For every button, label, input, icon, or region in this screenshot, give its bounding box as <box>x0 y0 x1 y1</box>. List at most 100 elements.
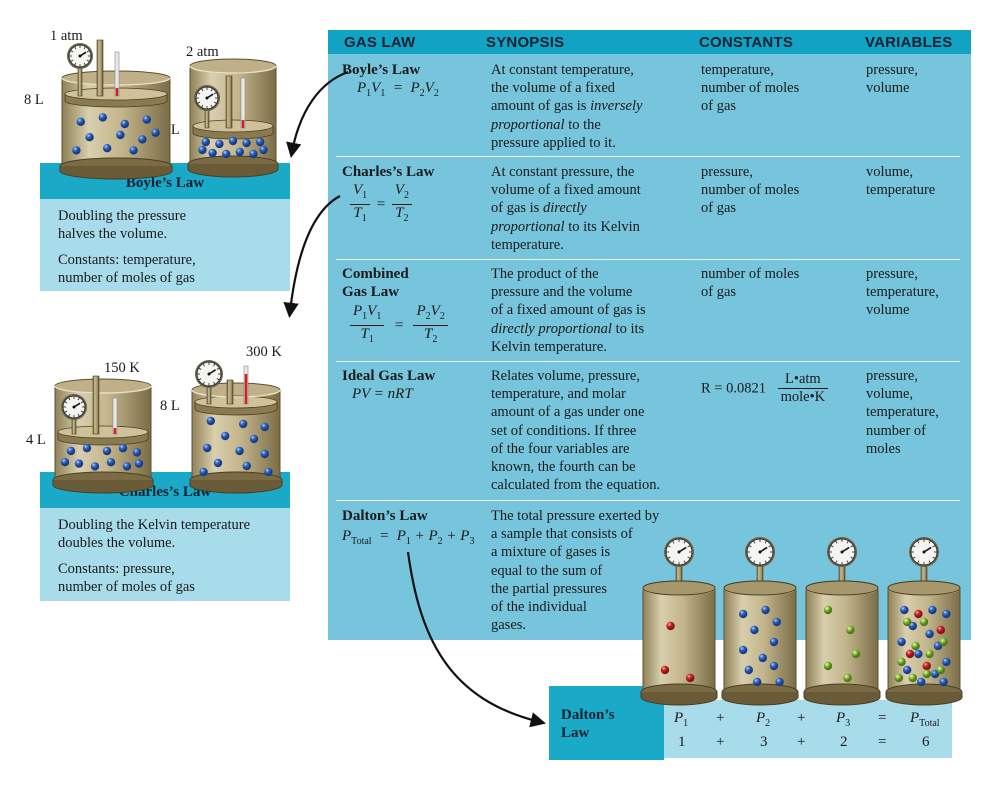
blue-gas-molecule <box>264 467 273 477</box>
boyle-caption-title: Boyle’s Law <box>125 175 205 191</box>
blue-gas-molecule <box>744 665 753 675</box>
cylinder-lid <box>642 580 716 596</box>
blue-gas-molecule <box>897 637 906 647</box>
boyle-text-2: Constants: temperature,number of moles o… <box>58 252 196 286</box>
row-divider <box>336 259 960 260</box>
blue-gas-molecule <box>739 609 748 619</box>
cylinder-lid <box>887 580 961 596</box>
blue-gas-molecule <box>206 416 215 426</box>
blue-gas-molecule <box>138 135 147 144</box>
blue-gas-molecule <box>72 146 81 155</box>
blue-gas-molecule <box>208 148 217 158</box>
blue-gas-molecule <box>132 448 142 457</box>
gas-laws-table <box>328 30 971 640</box>
pressure-gauge-icon <box>61 394 87 420</box>
label-1-atm: 1 atm <box>50 28 83 44</box>
blue-gas-molecule <box>769 661 779 671</box>
label-150-k: 150 K <box>104 360 140 376</box>
law-name-boyle: Boyle’s Law <box>342 62 421 78</box>
dalton-plus-sign: + <box>797 710 806 726</box>
dalton-cylinder-p2 <box>721 580 799 706</box>
blue-gas-molecule <box>201 137 210 147</box>
law-name-charles: Charles’s Law <box>342 164 435 180</box>
row-boyles-law: Boyle’s Law P1V1 = P2V2 At constant temp… <box>336 61 960 153</box>
blue-gas-molecule <box>914 649 923 659</box>
blue-gas-molecule <box>761 605 770 615</box>
red-gas-molecule <box>660 665 670 675</box>
synopsis-ideal: Relates volume, pressure,temperature, an… <box>491 368 661 494</box>
red-gas-molecule <box>914 609 923 619</box>
dalton-value-p1: 1 <box>678 734 686 750</box>
pressure-gauge-icon <box>195 360 223 388</box>
blue-gas-molecule <box>118 444 128 453</box>
green-gas-molecule <box>911 641 920 651</box>
label-300-k: 300 K <box>246 344 282 360</box>
dalton-plus-sign: + <box>716 734 725 750</box>
blue-gas-molecule <box>753 677 762 687</box>
green-gas-molecule <box>925 649 934 659</box>
arrow-boyle <box>286 70 349 159</box>
blue-gas-molecule <box>98 113 108 122</box>
blue-gas-molecule <box>259 145 268 155</box>
blue-gas-molecule <box>900 605 909 615</box>
blue-gas-molecule <box>66 446 76 456</box>
constant-r-value: R = 0.0821 L•atm mole•K <box>701 371 830 406</box>
dalton-value-p2: 3 <box>760 734 768 750</box>
green-gas-molecule <box>894 673 903 683</box>
dalton-plus-sign: + <box>797 734 806 750</box>
blue-gas-molecule <box>775 677 784 687</box>
dalton-cylinder-total <box>885 580 963 706</box>
dalton-value-p3: 2 <box>840 734 848 750</box>
pressure-gauge-icon <box>67 43 93 69</box>
blue-gas-molecule <box>74 459 84 468</box>
arrow-dalton <box>406 551 546 728</box>
cylinder-lid <box>723 580 797 596</box>
charles-text-2: Constants: pressure,number of moles of g… <box>58 561 195 595</box>
dalton-equals-sign: = <box>878 710 887 726</box>
header-gas-law: GAS LAW <box>344 34 416 51</box>
blue-gas-molecule <box>199 467 208 477</box>
blue-gas-molecule <box>235 147 244 157</box>
variables-charles: volume,temperature <box>866 164 936 199</box>
red-gas-molecule <box>922 661 931 671</box>
law-name-dalton: Dalton’s Law <box>342 508 428 524</box>
law-name-combined: Combined <box>342 266 409 282</box>
blue-gas-molecule <box>942 609 951 619</box>
green-gas-molecule <box>823 605 833 615</box>
blue-gas-molecule <box>82 444 92 453</box>
arrow-charles <box>283 195 341 319</box>
pressure-gauge-icon <box>827 537 857 567</box>
blue-gas-molecule <box>76 117 86 127</box>
blue-gas-molecule <box>942 657 951 667</box>
blue-gas-molecule <box>60 458 70 467</box>
label-8-l: 8 L <box>24 92 44 108</box>
blue-gas-molecule <box>102 446 112 456</box>
thermometer-icon <box>114 51 120 97</box>
label-2-atm: 2 atm <box>186 44 219 60</box>
blue-gas-molecule <box>739 645 748 655</box>
green-gas-molecule <box>823 661 833 671</box>
blue-gas-molecule <box>221 431 230 441</box>
green-gas-molecule <box>939 637 948 647</box>
blue-gas-molecule <box>198 145 207 155</box>
dalton-ptotal-symbol: PTotal <box>910 710 940 729</box>
blue-gas-molecule <box>151 128 160 137</box>
blue-gas-molecule <box>939 677 948 687</box>
row-divider <box>336 361 960 362</box>
header-synopsis: SYNOPSIS <box>486 34 565 51</box>
row-ideal-gas-law: Ideal Gas Law PV = nRT Relates volume, p… <box>336 367 960 495</box>
dalton-sum-table: P1 + P2 + P3 = PTotal 1 + 3 + 2 = 6 <box>664 700 952 758</box>
pressure-gauge-icon <box>664 537 694 567</box>
blue-gas-molecule <box>249 149 258 159</box>
variables-combined: pressure,temperature,volume <box>866 266 939 319</box>
